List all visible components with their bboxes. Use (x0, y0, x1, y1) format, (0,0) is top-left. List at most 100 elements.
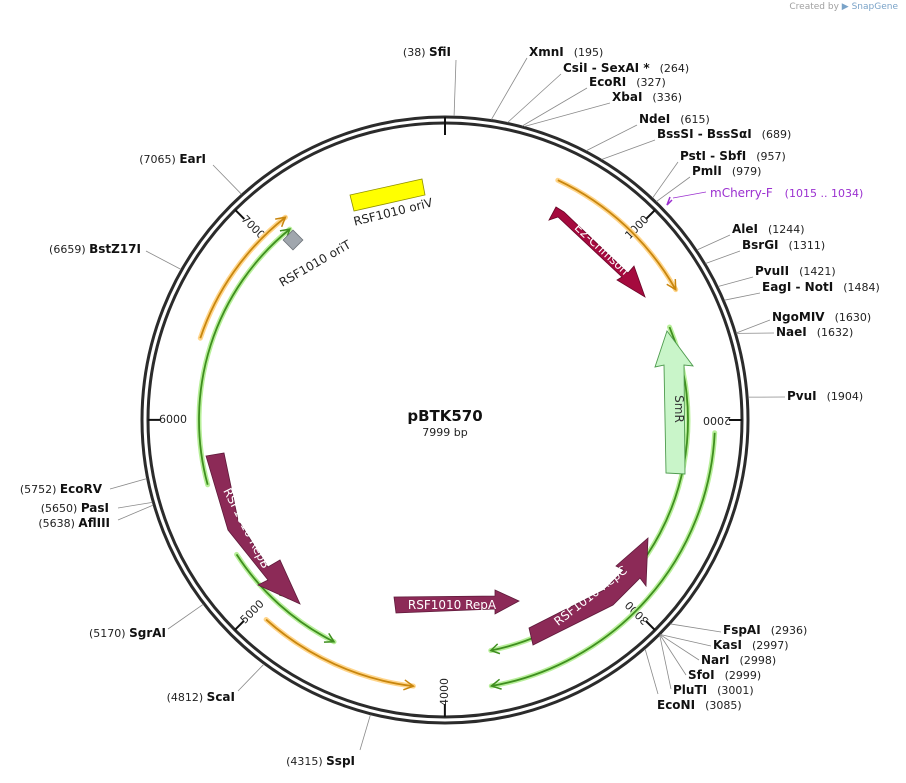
site-position: (38) (403, 46, 429, 59)
orf-glow (199, 229, 290, 485)
orf-glow (266, 620, 413, 687)
tick-label-6000: 6000 (159, 413, 187, 426)
primer-name: mCherry-F (710, 186, 773, 200)
orf-arc[interactable] (266, 620, 413, 687)
site-label: XmnI(195) (529, 45, 603, 59)
tick-label-4000: 4000 (438, 678, 451, 706)
site-name: PstI - SbfI (680, 149, 746, 163)
site-position: (689) (762, 128, 792, 141)
site-name: XbaI (612, 90, 642, 104)
site-name: PvuII (755, 264, 789, 278)
site-name: SspI (326, 754, 355, 768)
site-name: SgrAI (129, 626, 166, 640)
site-name: AleI (732, 222, 758, 236)
site-leader-line (118, 502, 152, 508)
feature-rsf1010-repa[interactable]: RSF1010 RepA (394, 590, 519, 614)
site-bstz17i[interactable]: (6659) BstZ17I (49, 242, 181, 269)
primer-mcherry-f-label: mCherry-F (1015 .. 1034) (710, 186, 863, 200)
site-label: AleI(1244) (732, 222, 805, 236)
site-name: KasI (713, 638, 742, 652)
site-sgrai[interactable]: (5170) SgrAI (89, 604, 203, 640)
site-name: XmnI (529, 45, 564, 59)
orf-arc[interactable] (237, 554, 334, 641)
site-label: SfoI(2999) (688, 668, 761, 682)
site-name: PluTI (673, 683, 707, 697)
primer-range: (1015 .. 1034) (785, 187, 864, 200)
site-label: (5170) SgrAI (89, 626, 166, 640)
site-position: (957) (756, 150, 786, 163)
site-position: (1421) (799, 265, 836, 278)
site-leader-line (146, 251, 181, 269)
site-leader-line (718, 277, 753, 287)
orf-glow (237, 554, 334, 641)
site-position: (5650) (41, 502, 81, 515)
site-position: (2999) (725, 669, 762, 682)
site-leader-line (110, 479, 147, 489)
site-position: (264) (660, 62, 690, 75)
site-leader-line (670, 624, 721, 632)
site-position: (5170) (89, 627, 129, 640)
primer-mcherry-f[interactable]: mCherry-F (1015 .. 1034) (667, 186, 863, 205)
site-ecorv[interactable]: (5752) EcoRV (20, 479, 147, 496)
snapgene-credit: Created by ▶ SnapGene (789, 2, 898, 12)
site-kasi[interactable]: KasI(2997) (660, 635, 788, 652)
site-name: AflIII (78, 516, 110, 530)
site-name: EcoNI (657, 698, 695, 712)
site-leader-line (660, 635, 711, 646)
site-label: (5752) EcoRV (20, 482, 103, 496)
orf-arc[interactable] (199, 229, 290, 485)
site-pvui[interactable]: PvuI (1904) (748, 389, 863, 403)
feature-rsf1010-oriv[interactable]: RSF1010 oriV (350, 179, 435, 229)
site-leader-line (524, 103, 610, 127)
site-label: (5650) PasI (41, 501, 109, 515)
site-bsrgi[interactable]: BsrGI(1311) (706, 238, 826, 263)
site-name: BsrGI (742, 238, 779, 252)
site-label: BssSI - BssSαI(689) (657, 127, 791, 141)
site-position: (979) (732, 165, 762, 178)
site-eagi-noti[interactable]: EagI - NotI(1484) (724, 280, 879, 300)
site-xmni[interactable]: XmnI(195) (491, 45, 603, 120)
site-position: (1904) (827, 390, 864, 403)
feature-rsf1010-repb[interactable]: RSF1010 RepB (206, 453, 300, 604)
primer-mcherry-f-leader (673, 192, 706, 198)
site-label: (38) SfiI (403, 45, 451, 59)
site-name: NarI (701, 653, 730, 667)
credit-brand: SnapGene (852, 2, 898, 12)
site-name: FspAI (723, 623, 761, 637)
site-position: (5752) (20, 483, 60, 496)
site-scai[interactable]: (4812) ScaI (167, 664, 264, 704)
feature-e2-crimson[interactable]: E2-Crimson (549, 207, 645, 297)
site-fspai[interactable]: FspAI(2936) (670, 623, 807, 637)
site-naei[interactable]: NaeI(1632) (736, 325, 853, 339)
e2-crimson-label: E2-Crimson (572, 220, 632, 277)
site-name: NgoMIV (772, 310, 825, 324)
site-position: (4315) (286, 755, 326, 768)
orf-arc[interactable] (558, 180, 676, 289)
site-leader-line (522, 88, 587, 126)
primer-mcherry-f-arrow (667, 197, 672, 205)
feature-rsf1010-repc[interactable]: RSF1010 RepC (529, 538, 648, 645)
site-label: NaeI(1632) (776, 325, 853, 339)
site-label: (7065) EarI (139, 152, 206, 166)
site-leader-line (706, 251, 740, 263)
site-sspi[interactable]: (4315) SspI (286, 715, 370, 768)
tick-label-2000: 2000 (703, 414, 731, 427)
site-name: PvuI (787, 389, 817, 403)
site-eari[interactable]: (7065) EarI (139, 152, 241, 194)
site-leader-line (602, 140, 655, 159)
site-sfii[interactable]: (38) SfiI (403, 45, 456, 116)
site-name: SfiI (429, 45, 451, 59)
site-position: (5638) (38, 517, 78, 530)
site-name: CsiI - SexAI * (563, 61, 650, 75)
site-leader-line (653, 162, 678, 198)
site-name: EcoRV (60, 482, 103, 496)
site-position: (1630) (835, 311, 872, 324)
site-label: EcoNI(3085) (657, 698, 742, 712)
site-position: (327) (636, 76, 666, 89)
feature-rsf1010-orit[interactable]: RSF1010 oriT (277, 230, 354, 290)
site-leader-line (454, 60, 456, 116)
site-position: (1484) (843, 281, 880, 294)
site-position: (336) (652, 91, 682, 104)
orf-glow (558, 180, 676, 289)
